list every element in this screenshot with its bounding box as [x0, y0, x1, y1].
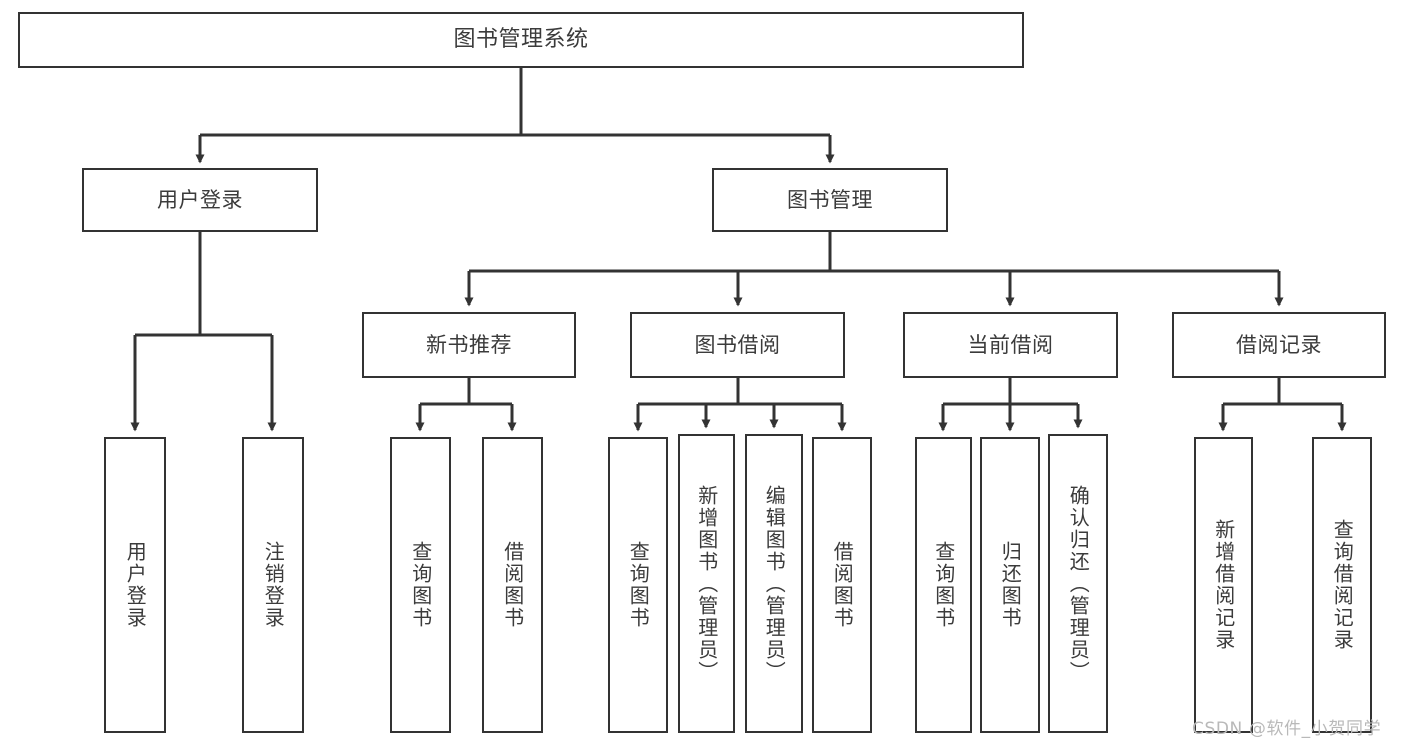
node-leaf-add-record-label: 新增借阅记录 [1211, 519, 1236, 651]
node-leaf-add-book[interactable]: 新增图书（管理员） [678, 434, 735, 733]
node-current-borrow[interactable]: 当前借阅 [903, 312, 1118, 378]
node-leaf-user-login[interactable]: 用户登录 [104, 437, 166, 733]
node-leaf-edit-book[interactable]: 编辑图书（管理员） [745, 434, 803, 733]
node-leaf-query-book-3[interactable]: 查询图书 [915, 437, 972, 733]
node-leaf-logout-label: 注销登录 [261, 541, 286, 629]
node-user-login[interactable]: 用户登录 [82, 168, 318, 232]
node-leaf-user-login-label: 用户登录 [123, 541, 148, 629]
node-leaf-query-book-3-label: 查询图书 [931, 541, 956, 629]
node-leaf-query-book-1[interactable]: 查询图书 [390, 437, 451, 733]
node-borrow-record[interactable]: 借阅记录 [1172, 312, 1386, 378]
node-book-borrow[interactable]: 图书借阅 [630, 312, 845, 378]
node-leaf-query-record-label: 查询借阅记录 [1330, 519, 1355, 651]
node-borrow-record-label: 借阅记录 [1236, 332, 1322, 357]
node-leaf-query-book-2[interactable]: 查询图书 [608, 437, 668, 733]
node-leaf-add-record[interactable]: 新增借阅记录 [1194, 437, 1253, 733]
node-leaf-borrow-book-2[interactable]: 借阅图书 [812, 437, 872, 733]
node-leaf-return-book-label: 归还图书 [998, 541, 1023, 629]
node-leaf-logout[interactable]: 注销登录 [242, 437, 304, 733]
node-leaf-query-book-1-label: 查询图书 [408, 541, 433, 629]
node-user-login-label: 用户登录 [157, 187, 243, 212]
node-current-borrow-label: 当前借阅 [967, 332, 1054, 357]
csdn-watermark: CSDN @软件_小贺同学 [1192, 719, 1382, 739]
node-leaf-query-record[interactable]: 查询借阅记录 [1312, 437, 1372, 733]
node-root-label: 图书管理系统 [453, 27, 589, 53]
node-book-manage-label: 图书管理 [787, 187, 873, 212]
node-leaf-borrow-book-2-label: 借阅图书 [830, 541, 855, 629]
node-new-book-recommend[interactable]: 新书推荐 [362, 312, 576, 378]
node-leaf-return-book[interactable]: 归还图书 [980, 437, 1040, 733]
node-book-manage[interactable]: 图书管理 [712, 168, 948, 232]
node-root[interactable]: 图书管理系统 [18, 12, 1024, 68]
node-leaf-confirm-return[interactable]: 确认归还（管理员） [1048, 434, 1108, 733]
node-leaf-borrow-book-1[interactable]: 借阅图书 [482, 437, 543, 733]
node-new-book-recommend-label: 新书推荐 [426, 332, 512, 357]
node-leaf-add-book-label: 新增图书（管理员） [694, 484, 719, 683]
node-leaf-query-book-2-label: 查询图书 [626, 541, 651, 629]
node-leaf-confirm-return-label: 确认归还（管理员） [1066, 484, 1091, 683]
node-leaf-borrow-book-1-label: 借阅图书 [500, 541, 525, 629]
node-leaf-edit-book-label: 编辑图书（管理员） [762, 484, 787, 683]
node-book-borrow-label: 图书借阅 [694, 332, 781, 357]
